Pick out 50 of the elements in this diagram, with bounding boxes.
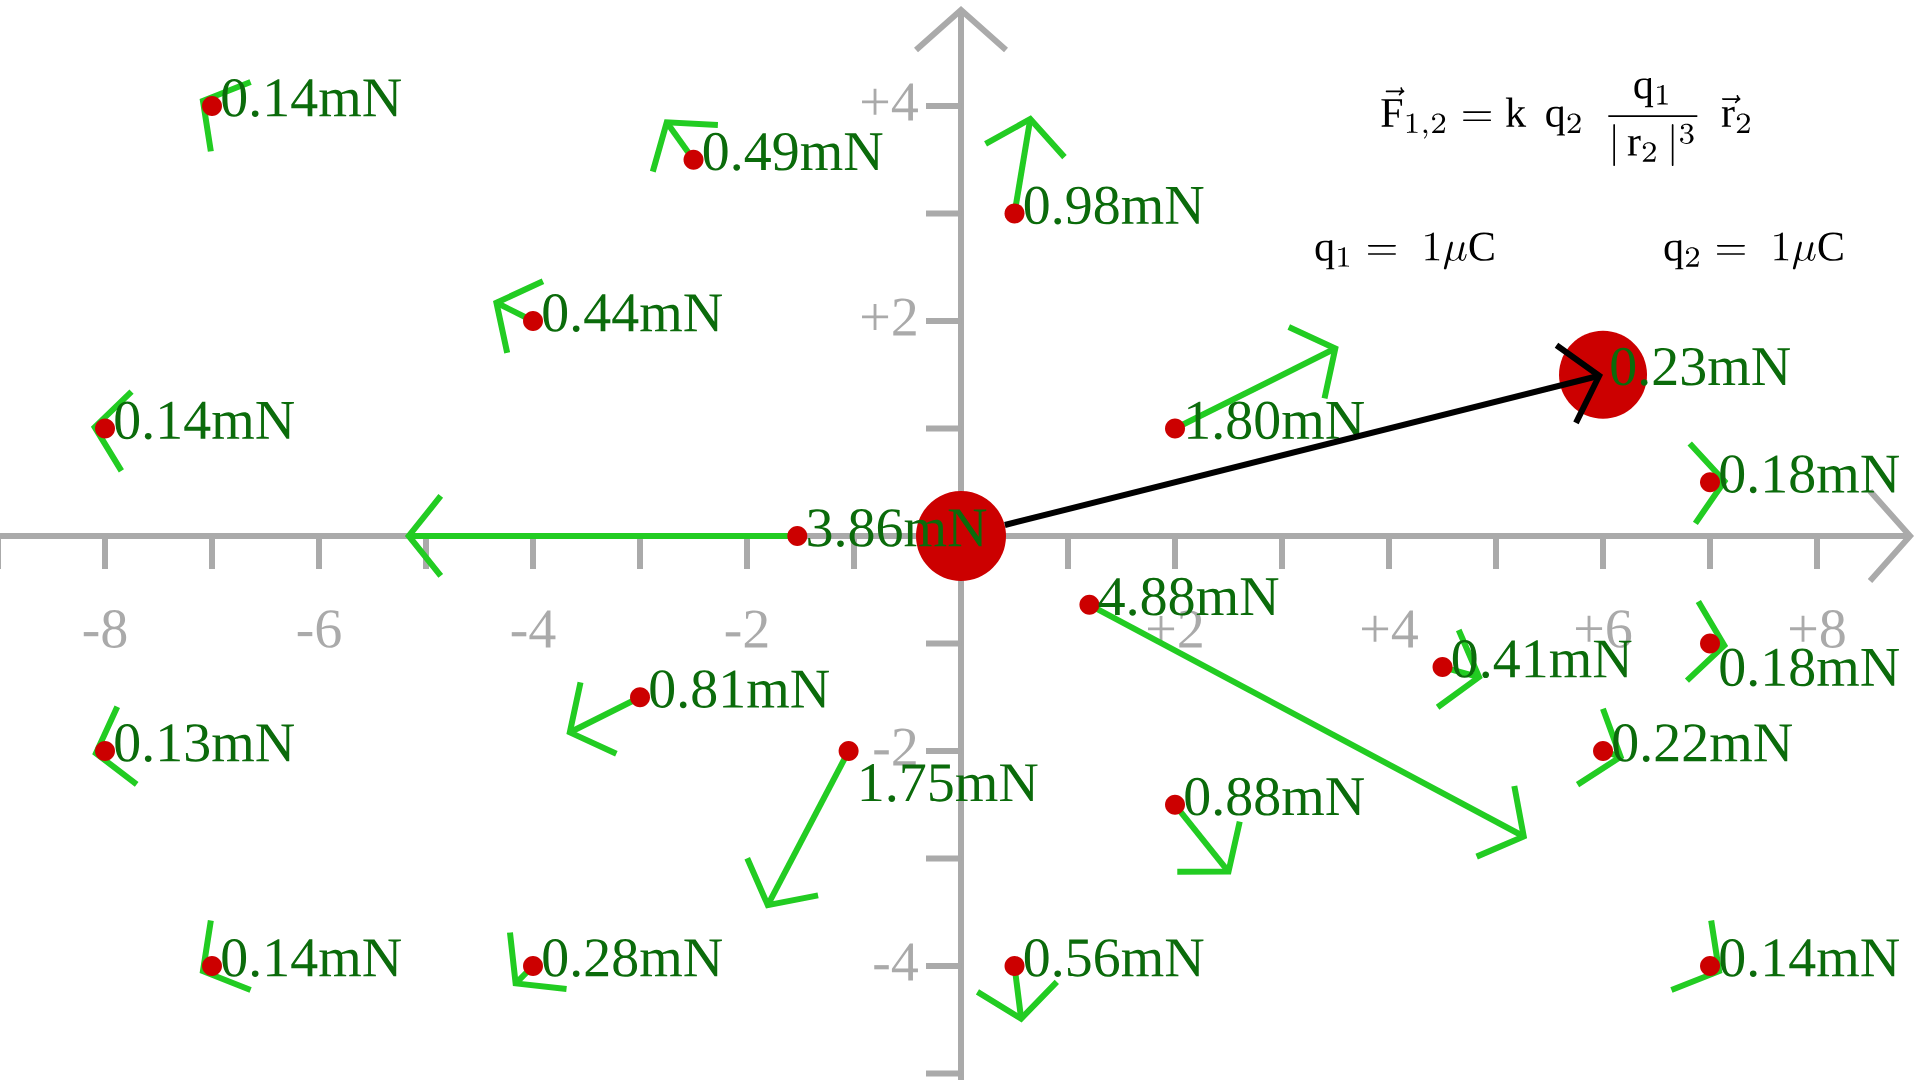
force-label: 0.49mN [703,132,883,171]
charge-dot [1700,956,1720,976]
charge-value: $\mathrm{q}_2 = \;1\mu\mathrm{C}$ [1664,232,1843,270]
charge-dot [523,311,543,331]
tick-label: -2 [725,610,768,648]
force-label: 0.81mN [650,670,829,709]
tick-label: +8 [1790,610,1845,648]
charge-dot [683,149,704,170]
charge-dot [1700,633,1720,654]
charge-dot [95,418,115,439]
force-label: 0.14mN [222,78,401,117]
charge-dot [838,741,859,761]
force-label: 0.18mN [1720,455,1899,494]
force-label: 0.56mN [1024,939,1204,977]
tick-label: +4 [1362,610,1418,648]
charge-dot [630,687,650,708]
tick-label: +2 [862,298,916,336]
tick-label: -4 [874,943,918,981]
charge-value: $\mathrm{q}_1 = \;1\mu\mathrm{C}$ [1315,232,1494,270]
force-label: 0.88mN [1185,777,1364,816]
force-label: 0.44mN [543,293,722,332]
force-label: 1.75mN [861,764,1038,802]
force-label: 0.14mN [222,939,401,977]
force-label: 0.14mN [115,401,294,440]
formula: $\vec{\mathrm{F}}_{1,2} = \mathrm{k}\;\, \mathrm{q}_2 \;\, \frac{\mathrm{q}_1}{|\,\mathrm{r}_2\,|^{3}} \;\, \vec{\mathrm{r}}_2$ [1381,78,1750,166]
charge-dot [1004,203,1025,224]
position-vector-arrow [1004,342,1603,528]
force-label: 0.13mN [115,723,294,762]
tick-label: -8 [83,610,127,648]
force-label: 0.28mN [543,939,722,977]
force-label: 0.18mN [1720,648,1899,687]
force-label: 0.98mN [1024,186,1204,225]
charge-dot [202,96,222,116]
charge-dot [787,526,808,546]
force-label: 0.14mN [1720,939,1899,977]
charge-dot [202,956,222,976]
charge-dot [1432,657,1453,678]
charge-dot [1593,741,1613,761]
charge-dot [1004,956,1025,976]
charge-dot [1165,418,1185,439]
charge-dot [1700,472,1720,493]
tick-label: -2 [874,728,916,766]
tick-label: -4 [511,610,556,648]
charge-dot [95,741,115,761]
charge-dot [1165,794,1185,815]
charge-dot [1079,594,1100,615]
tick-label: -6 [297,610,341,648]
charge-dot [523,956,543,976]
tick-label: +4 [862,83,918,121]
force-label: 1.80mN [1188,401,1364,440]
